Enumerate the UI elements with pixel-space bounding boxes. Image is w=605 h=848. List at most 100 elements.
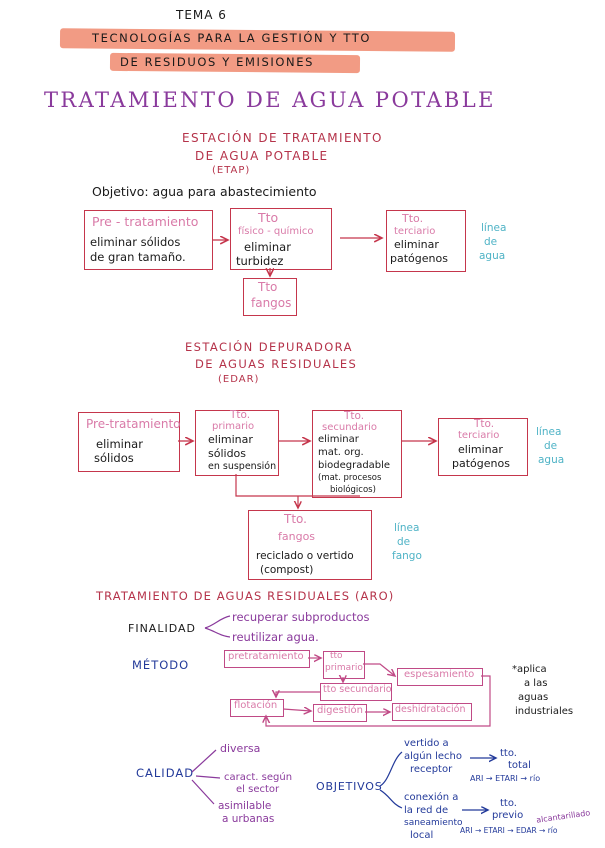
metodo-box-flotacion bbox=[230, 699, 284, 717]
metodo-box-deshidratacion bbox=[392, 703, 472, 721]
edar-box3-sub: secundario bbox=[322, 422, 378, 433]
etap-box1-line1: eliminar sólidos bbox=[90, 235, 181, 249]
edar-title-2: DE AGUAS RESIDUALES bbox=[195, 357, 358, 371]
etap-box3-title: Tto. bbox=[402, 212, 424, 225]
edar-box2-title: Tto. bbox=[230, 409, 251, 421]
etap-abbr: (ETAP) bbox=[212, 165, 251, 176]
metodo-box-secundario bbox=[320, 683, 392, 701]
edar-box2-sub: primario bbox=[212, 421, 255, 432]
calidad-3a: asimilable bbox=[218, 800, 272, 812]
metodo-deshidratacion-label: deshidratación bbox=[395, 704, 466, 715]
obj2-tto-2: previo bbox=[492, 810, 524, 821]
metodo-secundario-label: tto secundario bbox=[323, 684, 392, 695]
edar-side-2: de bbox=[544, 440, 558, 452]
edar-box3-line4: (mat. procesos bbox=[318, 473, 382, 483]
edar-box-pretratamiento bbox=[78, 412, 180, 472]
edar-fangos-side-2: de bbox=[397, 536, 411, 548]
header-line-2: DE RESIDUOS Y EMISIONES bbox=[120, 55, 314, 69]
etap-box-fangos bbox=[243, 278, 297, 316]
obj2-d: local bbox=[410, 830, 434, 841]
calidad-2a: caract. según bbox=[224, 772, 293, 783]
edar-box4-line2: patógenos bbox=[452, 457, 510, 470]
edar-box-secundario bbox=[312, 410, 402, 498]
edar-box4-title: Tto. bbox=[474, 418, 495, 430]
aplica-2: a las bbox=[524, 678, 548, 689]
obj1-tto-2: total bbox=[508, 760, 531, 771]
etap-box2-sub: físico - químico bbox=[238, 226, 314, 237]
obj1-b: algún lecho bbox=[404, 751, 462, 762]
etap-side-1: línea bbox=[481, 222, 507, 234]
etap-side-2: de bbox=[484, 236, 498, 248]
etap-box1-line2: de gran tamaño. bbox=[90, 250, 186, 264]
calidad-1: diversa bbox=[220, 742, 261, 755]
obj1-flow: ARI → ETARI → río bbox=[470, 774, 541, 783]
edar-box4-line1: eliminar bbox=[458, 443, 503, 456]
etap-box2-line2: turbidez bbox=[236, 254, 284, 268]
obj2-c: saneamiento bbox=[404, 818, 463, 828]
header-line-1: TECNOLOGÍAS PARA LA GESTIÓN Y TTO bbox=[92, 31, 372, 45]
metodo-box-pre bbox=[224, 650, 310, 668]
obj2-b: la red de bbox=[404, 805, 449, 816]
edar-box3-line1: eliminar bbox=[318, 434, 359, 445]
edar-fango-lines bbox=[235, 474, 360, 497]
aro-objetivos-label: OBJETIVOS bbox=[316, 780, 383, 793]
edar-box3-line5: biológicos) bbox=[330, 485, 376, 495]
edar-fangos-sub: fangos bbox=[278, 530, 316, 543]
obj1-a: vertido a bbox=[404, 738, 449, 749]
edar-abbr: (EDAR) bbox=[218, 374, 260, 385]
edar-box1-line2: sólidos bbox=[94, 451, 134, 465]
edar-box2-line2: sólidos bbox=[208, 447, 247, 460]
etap-title-1: ESTACIÓN DE TRATAMIENTO bbox=[182, 131, 383, 145]
edar-title-1: ESTACIÓN DEPURADORA bbox=[185, 340, 353, 354]
etap-box3-line2: patógenos bbox=[390, 252, 448, 265]
edar-box-fangos bbox=[248, 510, 372, 580]
metodo-primario-2: primario bbox=[325, 663, 363, 673]
edar-box3-line2: mat. org. bbox=[318, 447, 364, 458]
edar-box1-title: Pre-tratamiento bbox=[86, 417, 181, 431]
etap-title-2: DE AGUA POTABLE bbox=[195, 149, 329, 163]
edar-box2-line3: en suspensión bbox=[208, 461, 277, 472]
calidad-2b: el sector bbox=[236, 784, 280, 795]
obj2-a: conexión a bbox=[404, 792, 459, 803]
metodo-digestion-label: digestión bbox=[317, 705, 363, 716]
obj2-flow: ARI → ETARI → EDAR → río bbox=[460, 826, 558, 835]
obj2-tto-1: tto. bbox=[500, 798, 517, 809]
obj1-tto-1: tto. bbox=[500, 748, 517, 759]
edar-fangos-side-1: línea bbox=[394, 522, 420, 534]
etap-objetivo: Objetivo: agua para abastecimiento bbox=[92, 184, 317, 199]
calidad-3b: a urbanas bbox=[222, 813, 275, 825]
etap-fangos-line2: fangos bbox=[251, 296, 292, 310]
etap-box3-sub: terciario bbox=[394, 226, 436, 237]
metodo-box-digestion bbox=[313, 704, 367, 722]
edar-box3-title: Tto. bbox=[344, 410, 365, 422]
etap-box-fisico-quimico bbox=[230, 208, 332, 270]
finalidad-brace bbox=[204, 615, 231, 629]
edar-box-terciario bbox=[438, 418, 528, 476]
aro-title: TRATAMIENTO DE AGUAS RESIDUALES (ARO) bbox=[96, 589, 395, 603]
edar-fangos-title: Tto. bbox=[284, 512, 307, 526]
etap-box2-title: Tto bbox=[258, 210, 279, 225]
metodo-primario-1: tto bbox=[330, 651, 343, 661]
edar-fangos-line1: reciclado o vertido bbox=[256, 550, 354, 562]
etap-box-terciario bbox=[386, 210, 466, 272]
metodo-pre-label: pretratamiento bbox=[228, 651, 304, 662]
aro-metodo-label: MÉTODO bbox=[132, 658, 190, 672]
aro-finalidad-1: recuperar subproductos bbox=[232, 610, 370, 624]
edar-fangos-line2: (compost) bbox=[260, 564, 314, 576]
aro-finalidad-2: reutilizar agua. bbox=[232, 630, 319, 644]
aplica-3: aguas bbox=[518, 692, 549, 703]
tema-label: TEMA 6 bbox=[176, 8, 227, 22]
metodo-flotacion-label: flotación bbox=[234, 700, 278, 711]
edar-box3-line3: biodegradable bbox=[318, 460, 391, 471]
aplica-4: industriales bbox=[515, 706, 574, 717]
metodo-box-espesamiento bbox=[397, 668, 483, 686]
aro-finalidad-label: FINALIDAD bbox=[128, 622, 196, 635]
metodo-espesamiento-label: espesamiento bbox=[404, 669, 475, 680]
edar-side-1: línea bbox=[536, 426, 562, 438]
aro-calidad-label: CALIDAD bbox=[136, 766, 195, 780]
etap-fangos-line1: Tto bbox=[258, 280, 278, 294]
etap-box1-title: Pre - tratamiento bbox=[92, 214, 199, 229]
edar-box1-line1: eliminar bbox=[96, 437, 143, 451]
edar-box4-sub: terciario bbox=[458, 430, 500, 441]
section-title-agua-potable: TRATAMIENTO DE AGUA POTABLE bbox=[44, 88, 496, 112]
